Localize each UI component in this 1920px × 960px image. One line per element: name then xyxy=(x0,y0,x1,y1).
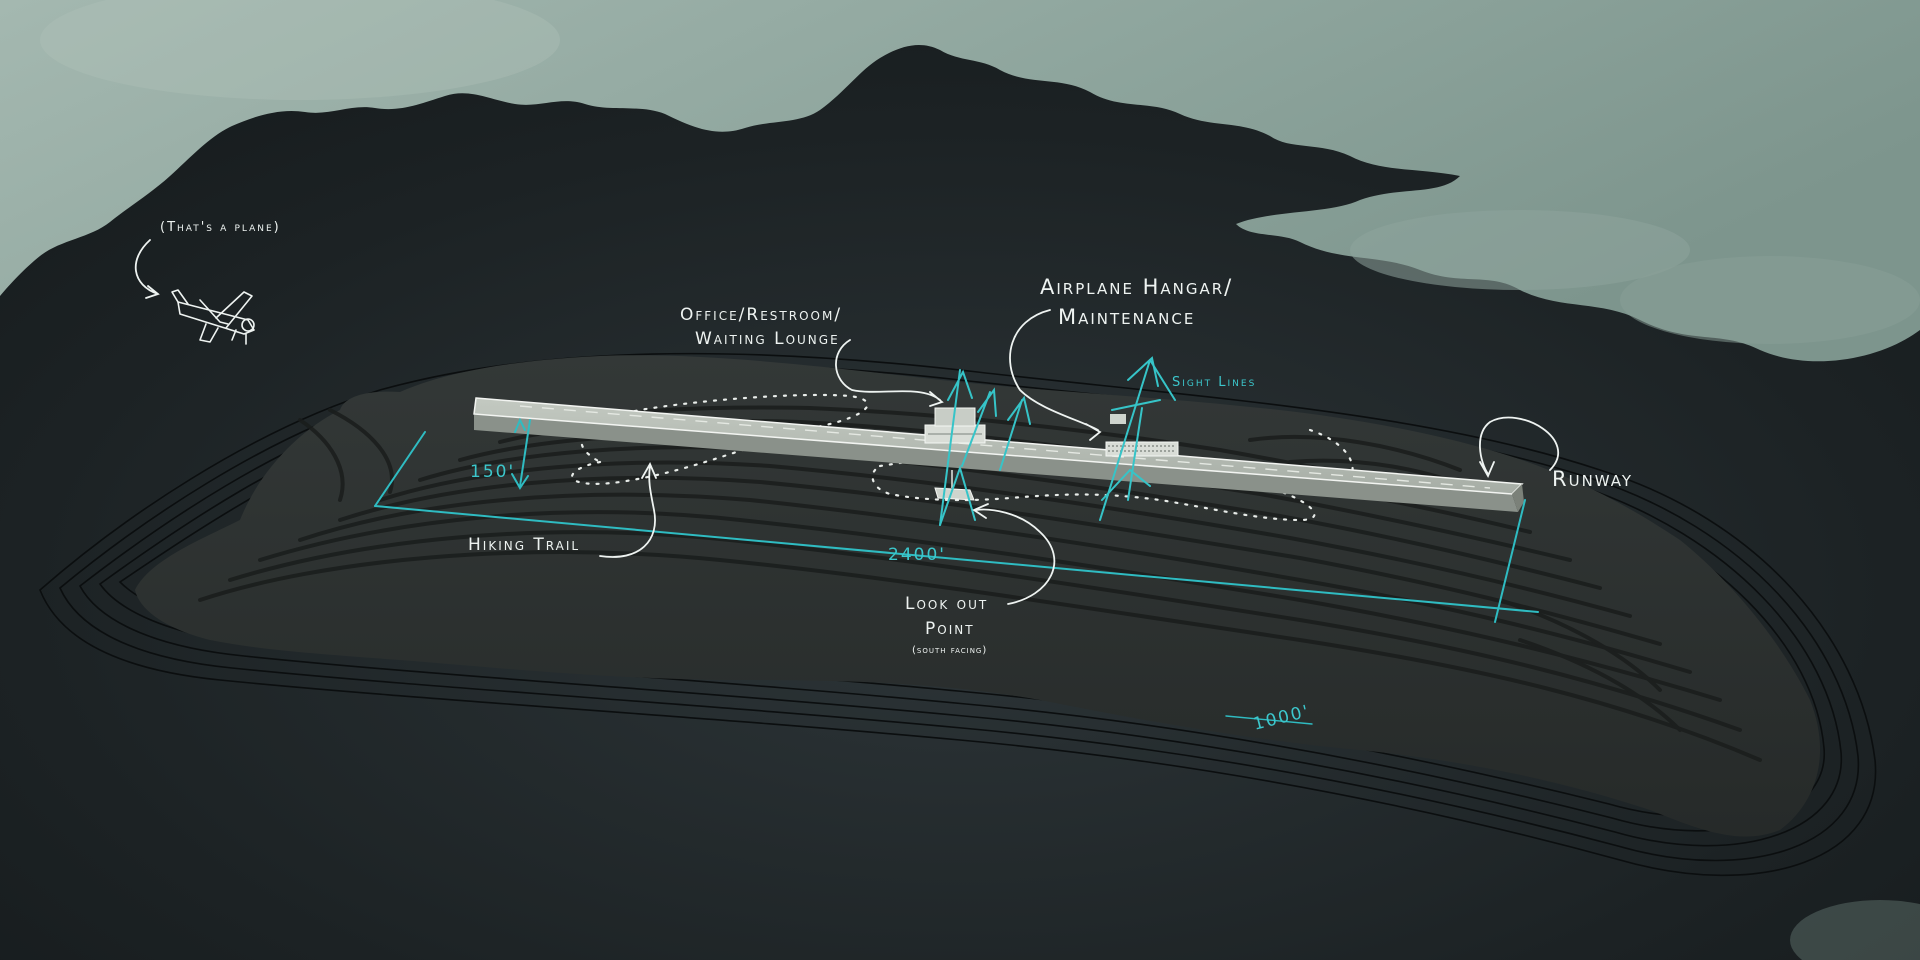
leader-lines xyxy=(134,239,1559,605)
hangar-label-line2: Maintenance xyxy=(1058,305,1196,329)
trail-leader xyxy=(599,461,657,558)
plane-arrow xyxy=(134,239,160,299)
office-building xyxy=(924,407,986,444)
height-dimension: 150' xyxy=(470,462,516,482)
sight-lines xyxy=(939,356,1176,526)
dimension-lines xyxy=(374,417,1539,725)
lookout-label-line3: (south facing) xyxy=(912,645,988,656)
sight-lines-label: Sight Lines xyxy=(1172,375,1257,390)
office-leader xyxy=(835,339,944,407)
runway-centerline xyxy=(519,405,1491,489)
runway-end xyxy=(1512,484,1524,512)
hiking-trail xyxy=(571,393,1354,522)
runway-side xyxy=(474,414,1518,512)
lookout-label-line1: Look out xyxy=(905,594,989,614)
plane-sketch xyxy=(171,289,255,345)
office-label-line2: Waiting Lounge xyxy=(695,329,840,349)
runway-length-dimension: 2400' xyxy=(888,545,946,565)
mist-patch xyxy=(1350,210,1690,290)
runway xyxy=(473,397,1524,512)
runway-leader xyxy=(1479,416,1559,479)
mist-patch xyxy=(1620,256,1920,344)
hangar-leader xyxy=(1009,309,1102,441)
office-label-line1: Office/Restroom/ xyxy=(680,305,843,325)
mist-patch xyxy=(1790,900,1920,960)
runway-label: Runway xyxy=(1552,467,1634,491)
plane-label: (That's a plane) xyxy=(160,220,281,235)
mist-patch xyxy=(40,0,560,100)
lookout-leader xyxy=(972,503,1056,605)
hangar-label-line1: Airplane Hangar/ xyxy=(1040,275,1234,299)
hiking-trail-label: Hiking Trail xyxy=(468,535,581,555)
lookout-label-line2: Point xyxy=(925,619,975,639)
